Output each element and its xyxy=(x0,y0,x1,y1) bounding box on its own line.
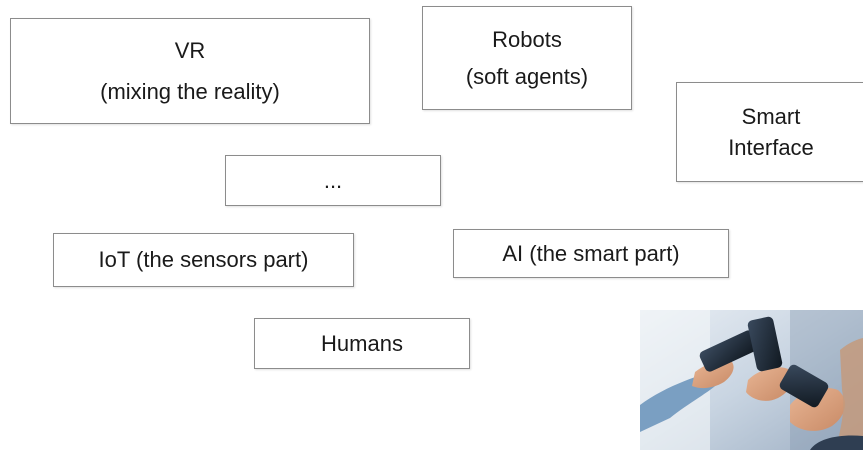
node-smart-interface-line2: Interface xyxy=(728,135,814,160)
node-humans-label: Humans xyxy=(321,330,403,356)
node-humans: Humans xyxy=(254,318,470,369)
node-iot-label: IoT (the sensors part) xyxy=(98,247,309,273)
smartphones-photo xyxy=(640,310,863,450)
node-smart-interface: Smart Interface xyxy=(676,82,863,182)
node-vr-title: VR xyxy=(174,37,206,63)
node-ai-label: AI (the smart part) xyxy=(502,240,680,266)
node-ellipsis: ... xyxy=(225,155,441,206)
node-ai: AI (the smart part) xyxy=(453,229,729,278)
node-vr: VR (mixing the reality) xyxy=(10,18,370,124)
node-robots: Robots (soft agents) xyxy=(422,6,632,110)
node-iot: IoT (the sensors part) xyxy=(53,233,354,287)
node-ellipsis-label: ... xyxy=(323,167,343,193)
node-robots-title: Robots xyxy=(492,26,562,52)
node-smart-interface-line1: Smart xyxy=(741,103,801,129)
node-vr-subtitle: (mixing the reality) xyxy=(100,79,280,104)
node-robots-subtitle: (soft agents) xyxy=(465,64,589,89)
